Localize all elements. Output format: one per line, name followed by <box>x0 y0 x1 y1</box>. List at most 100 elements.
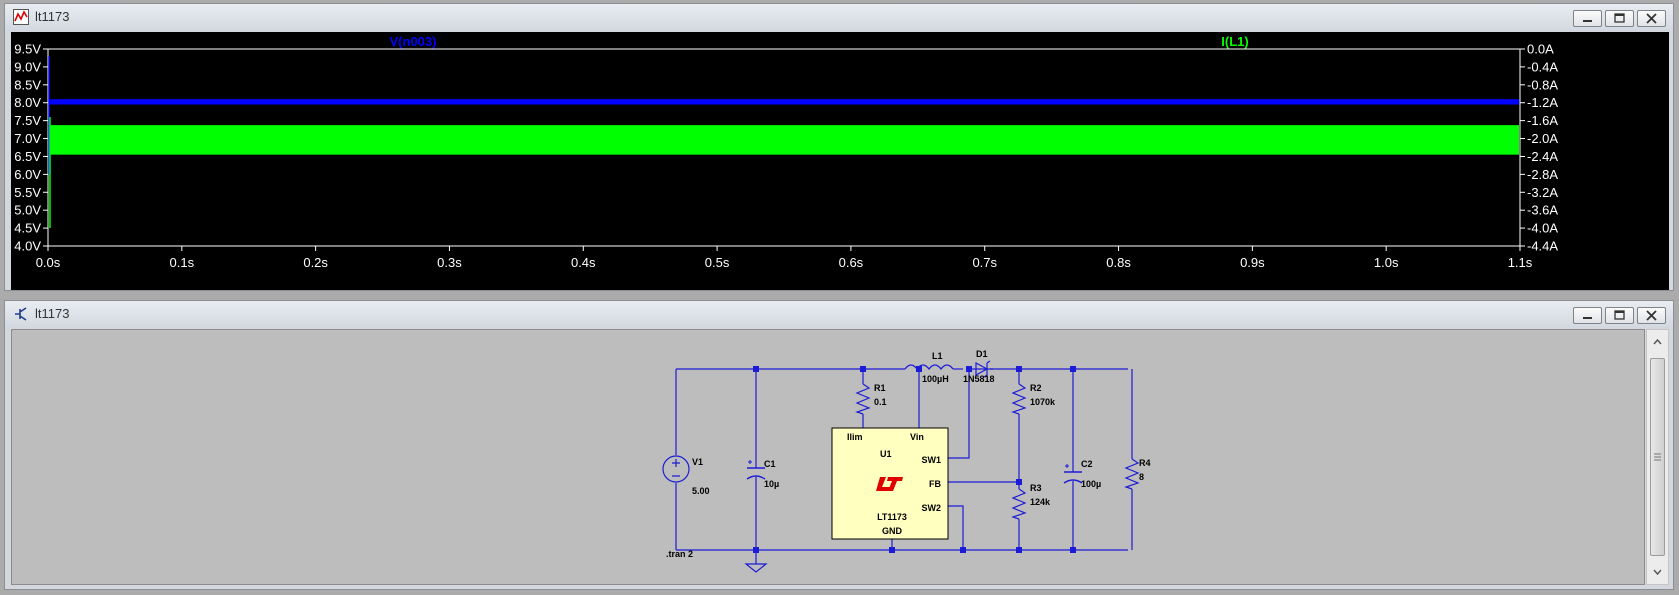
ic-pin-sw1: SW1 <box>921 455 941 465</box>
plot-frame <box>47 48 1521 247</box>
r3-value: 124k <box>1030 497 1051 507</box>
u1-ic[interactable]: Ilim Vin U1 SW1 FB SW2 LT1173 GND <box>831 427 949 540</box>
r1-resistor[interactable] <box>855 383 871 415</box>
ground-symbol[interactable] <box>744 563 768 573</box>
v1-ref: V1 <box>692 457 703 467</box>
v1-voltage-source[interactable] <box>662 455 690 483</box>
ic-pin-fb: FB <box>929 479 941 489</box>
c1-capacitor[interactable] <box>746 460 766 480</box>
vertical-scrollbar[interactable] <box>1646 329 1669 585</box>
right-tick-label: 0.0A <box>1527 42 1554 57</box>
d1-ref: D1 <box>976 349 988 359</box>
restore-icon <box>1614 13 1625 23</box>
x-tick-label: 0.8s <box>1106 255 1131 270</box>
x-tick-label: 1.1s <box>1508 255 1533 270</box>
ic-pin-ilim: Ilim <box>847 432 863 442</box>
x-tick-label: 0.9s <box>1240 255 1265 270</box>
x-tick-label: 0.2s <box>303 255 328 270</box>
ic-part: LT1173 <box>877 512 907 522</box>
close-button[interactable] <box>1637 307 1666 324</box>
junction-dots <box>753 366 1076 553</box>
r1-ref: R1 <box>874 383 886 393</box>
left-tick-label: 4.0V <box>14 239 41 254</box>
right-tick-label: -3.2A <box>1527 185 1558 200</box>
c1-value: 10µ <box>764 479 779 489</box>
l1-inductor[interactable] <box>904 364 963 370</box>
left-tick-label: 9.5V <box>14 42 41 57</box>
schematic-window-title: lt1173 <box>35 306 70 321</box>
c1-ref: C1 <box>764 459 776 469</box>
c2-capacitor[interactable] <box>1063 464 1083 484</box>
close-icon <box>1646 310 1657 321</box>
minimize-icon <box>1583 20 1592 22</box>
left-tick-label: 7.0V <box>14 131 41 146</box>
thumb-grip-icon <box>1654 453 1661 461</box>
restore-button[interactable] <box>1605 307 1634 324</box>
c2-ref: C2 <box>1081 459 1093 469</box>
right-tick-label: -2.0A <box>1527 131 1558 146</box>
left-tick-label: 6.5V <box>14 149 41 164</box>
left-tick-label: 5.5V <box>14 185 41 200</box>
minimize-icon <box>1583 317 1592 319</box>
left-tick-label: 7.5V <box>14 113 41 128</box>
waveform-plot-svg: V(n003) I(L1) 9.5V9.0V8.5V8.0V7.5V7.0V6.… <box>14 34 1558 270</box>
close-icon <box>1646 13 1657 24</box>
r2-resistor[interactable] <box>1011 383 1027 415</box>
trace-band-vn003 <box>49 99 1519 105</box>
r4-ref: R4 <box>1139 458 1151 468</box>
schematic-window: lt1173 <box>4 300 1674 590</box>
ic-pin-gnd: GND <box>882 526 903 536</box>
v1-value: 5.00 <box>692 486 710 496</box>
scroll-up-icon[interactable] <box>1647 332 1668 352</box>
left-tick-label: 4.5V <box>14 221 41 236</box>
trace-label-vn003[interactable]: V(n003) <box>390 34 437 49</box>
waveform-window-title: lt1173 <box>35 9 70 24</box>
right-tick-label: -2.8A <box>1527 167 1558 182</box>
scrollbar-thumb[interactable] <box>1650 358 1665 556</box>
x-tick-label: 0.0s <box>36 255 61 270</box>
schematic-icon <box>15 307 27 321</box>
left-tick-label: 6.0V <box>14 167 41 182</box>
trace-band-il1 <box>49 125 1519 155</box>
left-tick-label: 5.0V <box>14 203 41 218</box>
waveform-title-bar[interactable]: lt1173 <box>5 4 1673 30</box>
r1-value: 0.1 <box>874 397 887 407</box>
restore-button[interactable] <box>1605 10 1634 27</box>
ic-ref: U1 <box>880 449 892 459</box>
lt-logo-icon <box>876 477 903 491</box>
x-tick-label: 0.1s <box>170 255 195 270</box>
right-tick-label: -3.6A <box>1527 203 1558 218</box>
r2-value: 1070k <box>1030 397 1056 407</box>
c2-value: 100µ <box>1081 479 1101 489</box>
d1-diode[interactable] <box>972 360 991 378</box>
scroll-down-icon[interactable] <box>1647 562 1668 582</box>
left-tick-label: 9.0V <box>14 59 41 74</box>
right-tick-label: -2.4A <box>1527 149 1558 164</box>
right-tick-label: -1.2A <box>1527 95 1558 110</box>
d1-value: 1N5818 <box>963 374 995 384</box>
l1-ref: L1 <box>932 351 943 361</box>
schematic-title-bar[interactable]: lt1173 <box>5 301 1673 327</box>
spice-directive[interactable]: .tran 2 <box>666 549 693 559</box>
r3-resistor[interactable] <box>1011 488 1027 520</box>
left-tick-label: 8.5V <box>14 77 41 92</box>
x-tick-label: 0.7s <box>972 255 997 270</box>
r2-ref: R2 <box>1030 383 1042 393</box>
r4-value: 8 <box>1139 472 1144 482</box>
x-tick-label: 0.4s <box>571 255 596 270</box>
right-tick-label: -4.0A <box>1527 221 1558 236</box>
right-tick-label: -4.4A <box>1527 239 1558 254</box>
right-tick-label: -1.6A <box>1527 113 1558 128</box>
minimize-button[interactable] <box>1573 10 1602 27</box>
x-tick-label: 0.3s <box>437 255 462 270</box>
close-button[interactable] <box>1637 10 1666 27</box>
ic-pin-vin: Vin <box>910 432 924 442</box>
r4-resistor[interactable] <box>1124 458 1140 490</box>
waveform-icon <box>13 9 29 25</box>
trace-label-il1[interactable]: I(L1) <box>1221 34 1248 49</box>
minimize-button[interactable] <box>1573 307 1602 324</box>
x-tick-label: 0.6s <box>839 255 864 270</box>
schematic-canvas[interactable]: V1 5.00 C1 10µ R1 0.1 L1 100µH <box>11 329 1645 585</box>
